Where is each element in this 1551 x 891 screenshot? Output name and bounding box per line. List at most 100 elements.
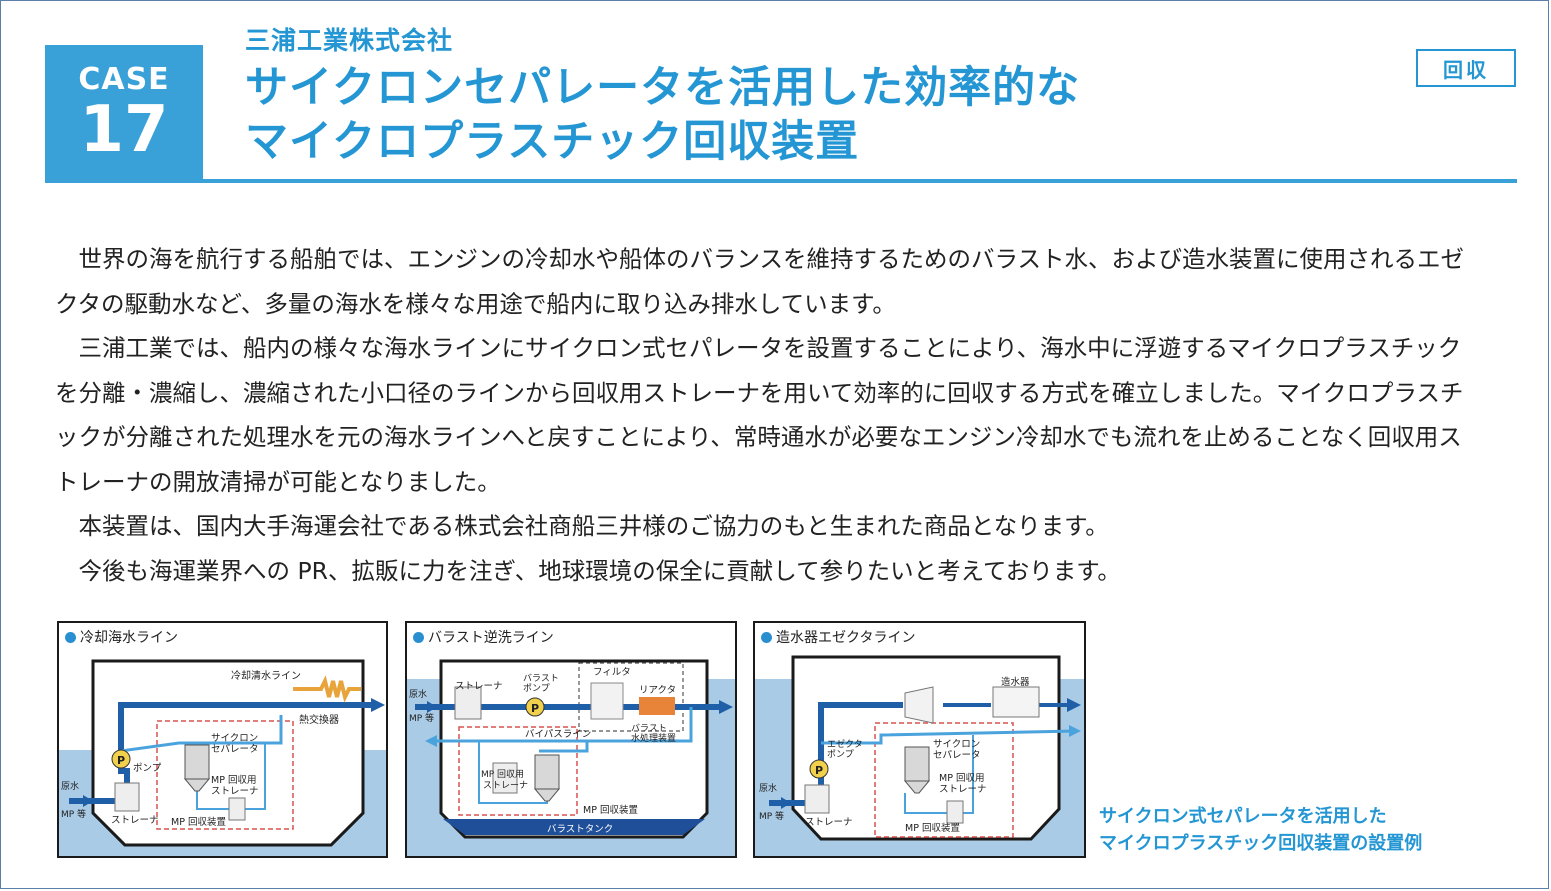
filter-label: フィルタ: [593, 667, 631, 678]
heat-exchanger-label: 熱交換器: [299, 713, 339, 726]
ballast-tank: [443, 819, 705, 835]
bullet-dot-icon: [761, 631, 772, 643]
caption-line-1: サイクロン式セパレータを活用した: [1099, 806, 1387, 827]
pump-symbol: P: [815, 764, 823, 777]
fresh-water-line-label: 冷却清水ライン: [231, 669, 301, 682]
cooling-line-diagram: P 冷却清水ライン 熱交換器 サイクロンセパレータ ポンプ MP 回収用ストレー…: [59, 659, 386, 856]
title-line-1: サイクロンセパレータを活用した効率的な: [245, 63, 1081, 113]
outlet-arrow-icon: [719, 700, 733, 714]
main-pipe: [118, 702, 377, 801]
treatment-unit-border: [578, 662, 684, 732]
cyclone-cone-icon: [533, 788, 561, 802]
body-text: 世界の海を航行する船舶では、エンジンの冷却水や船体のバランスを維持するためのバラ…: [55, 237, 1475, 593]
outlet-arrow-icon: [371, 698, 385, 712]
diagram-ballast-backwash-line: バラスト逆洗ライン バラストタンク P ストレーナ バラストポンプ: [405, 621, 737, 858]
pump-label: ポンプ: [133, 763, 162, 774]
cyclone-separator-icon: [904, 746, 930, 782]
company-name: 三浦工業株式会社: [245, 26, 454, 55]
cyclone-label: サイクロンセパレータ: [933, 739, 981, 761]
bypass-pipe: [433, 707, 693, 743]
strainer-label: ストレーナ: [111, 815, 159, 826]
case-label: CASE: [78, 62, 170, 97]
ballast-pump-label: バラストポンプ: [523, 673, 559, 694]
arrow-icon: [781, 797, 791, 809]
strainer-label: ストレーナ: [455, 681, 503, 692]
return-pipe: [199, 715, 283, 745]
diagram-title: 造水器エゼクタライン: [761, 627, 915, 647]
arrow-icon: [83, 795, 93, 807]
filter-icon: [590, 682, 624, 720]
title-line-2: マイクロプラスチック回収装置: [245, 117, 860, 167]
paragraph: 世界の海を航行する船舶では、エンジンの冷却水や船体のバランスを維持するためのバラ…: [55, 245, 1465, 318]
return-pipe: [821, 729, 1078, 745]
paragraph: 本装置は、国内大手海運会社である株式会社商船三井様のご協力のもと生まれた商品とな…: [78, 512, 1109, 540]
mp-strainer-icon: [228, 797, 246, 821]
ejector-icon: [904, 686, 934, 724]
outlet-arrow-icon: [1067, 698, 1081, 712]
mp-device-label: MP 回収装置: [583, 804, 638, 816]
ballast-line-diagram: バラストタンク P ストレーナ バラストポンプ フィルタ リアクタ バラスト水処…: [407, 659, 735, 856]
branch-pipe: [120, 741, 199, 753]
ballast-treatment-label: バラスト水処理装置: [631, 723, 676, 744]
cyclone-cone-icon: [903, 780, 931, 794]
mp-device-border: [156, 720, 294, 830]
diagram-title: 冷却海水ライン: [65, 627, 178, 647]
mp-strainer-label: MP 回収用ストレーナ: [481, 768, 528, 791]
strainer-icon: [114, 782, 140, 812]
strainer-icon: [804, 784, 830, 814]
category-tag: 回収: [1416, 49, 1516, 87]
diagram-title: バラスト逆洗ライン: [413, 627, 554, 647]
mp-strainer-label: MP 回収用ストレーナ: [211, 774, 259, 797]
cyclone-separator-icon: [184, 744, 210, 780]
header-divider: [45, 179, 1517, 183]
pump-symbol: P: [531, 702, 539, 715]
hull-interior: [93, 750, 363, 845]
cyclone-label: サイクロンセパレータ: [211, 733, 259, 755]
strainer-icon: [454, 686, 482, 720]
page-title: サイクロンセパレータを活用した効率的な マイクロプラスチック回収装置: [245, 61, 1245, 169]
mp-strainer-icon: [492, 762, 518, 794]
diagram-cooling-seawater-line: 冷却海水ライン P 冷却清水ライン 熱交換器 サイクロンセパレータ: [57, 621, 388, 858]
bullet-dot-icon: [413, 631, 424, 643]
mp-strainer-label: MP 回収用ストレーナ: [939, 772, 987, 795]
cyclone-separator-icon: [534, 754, 560, 790]
branch-pipe: [539, 741, 589, 753]
ejector-pump-label: エゼクタポンプ: [827, 738, 863, 760]
cyclone-cone-icon: [183, 778, 211, 792]
bullet-dot-icon: [65, 631, 76, 643]
mp-strainer-icon: [946, 800, 964, 824]
pump-symbol: P: [117, 754, 125, 767]
pump-icon: [809, 759, 829, 779]
case-number: 17: [79, 93, 169, 167]
hull-outline-front: [91, 659, 365, 847]
strainer-label: ストレーナ: [805, 817, 853, 828]
reactor-icon: [639, 697, 675, 715]
evaporator-label: 造水器: [1001, 676, 1030, 688]
mp-device-border: [874, 722, 1014, 838]
mp-device-border: [458, 726, 578, 816]
caption-line-2: マイクロプラスチック回収装置の設置例: [1099, 833, 1423, 854]
heat-exchanger-icon: [293, 675, 361, 703]
paragraph: 三浦工業では、船内の様々な海水ラインにサイクロン式セパレータを設置することにより…: [55, 334, 1464, 496]
case-badge: CASE 17: [45, 45, 203, 181]
return-arrow-icon: [1069, 725, 1081, 737]
mp-device-label: MP 回収装置: [905, 822, 960, 834]
figure-caption: サイクロン式セパレータを活用した マイクロプラスチック回収装置の設置例: [1099, 803, 1422, 857]
mp-device-label: MP 回収装置: [171, 816, 226, 828]
pump-icon: [525, 697, 545, 717]
paragraph: 今後も海運業界への PR、拡販に力を注ぎ、地球環境の保全に貢献して参りたいと考え…: [78, 556, 1121, 585]
pump-icon: [111, 749, 131, 769]
arrow-icon: [427, 701, 437, 713]
bypass-arrow-icon: [425, 735, 437, 747]
ballast-tank-label: バラストタンク: [547, 824, 613, 835]
reactor-label: リアクタ: [639, 685, 676, 696]
evaporator-icon: [992, 686, 1040, 718]
bypass-label: バイパスライン: [525, 729, 591, 740]
concentrate-pipe: [904, 735, 974, 814]
diagram-ejector-line: 造水器エゼクタライン P 造水器 エゼクタポンプ サイクロンセパレ: [753, 621, 1086, 858]
